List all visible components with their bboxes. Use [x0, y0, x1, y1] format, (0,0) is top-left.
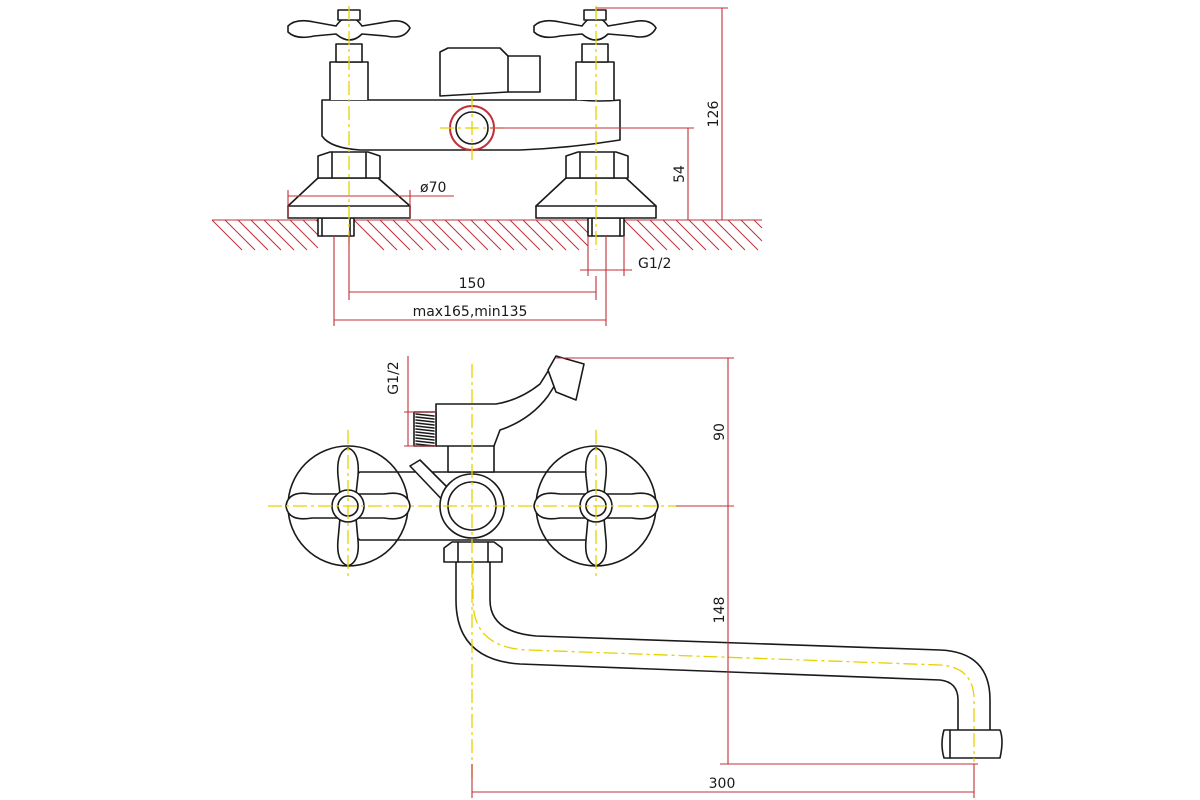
hatch-line: [470, 219, 502, 251]
thread-tick: [415, 428, 435, 432]
hatch-line: [701, 219, 733, 251]
hatch-line: [211, 219, 243, 251]
hatch-line: [418, 219, 450, 251]
hatch-line: [636, 219, 668, 251]
hatch-line: [548, 219, 580, 251]
right-flange: [535, 151, 657, 219]
front-dimensions: [404, 356, 978, 798]
hatch-line: [302, 219, 319, 236]
dim-spout-drop: 148: [712, 597, 728, 624]
hatch-line: [727, 219, 759, 251]
hatch-line: [649, 219, 681, 251]
dim-spacing-range: max165,min135: [413, 304, 528, 320]
dim-thread-top: G1/2: [638, 256, 671, 272]
thread-tick: [415, 416, 435, 420]
spout: [455, 561, 1003, 759]
hatch-line: [714, 219, 746, 251]
outlet-nut: [443, 541, 503, 563]
hatch-line: [392, 219, 424, 251]
top-view: 126 54 ø70 G1/2 150 max165,min135: [211, 6, 763, 326]
hatch-line: [263, 219, 295, 251]
hatch-line: [405, 219, 437, 251]
diverter-lever: [413, 355, 585, 447]
hatch-line: [224, 219, 256, 251]
front-view: G1/2 90 148 300: [268, 355, 1003, 798]
thread-tick: [415, 413, 435, 417]
thread-tick: [415, 440, 435, 444]
hatch-line: [740, 219, 763, 242]
thread-tick: [415, 422, 435, 426]
mixer-body: [321, 47, 621, 151]
hatch-line: [379, 219, 411, 251]
thread-tick: [415, 431, 435, 435]
thread-tick: [415, 437, 435, 441]
hatch-line: [457, 219, 489, 251]
dim-flange-diameter: ø70: [420, 180, 446, 196]
hatch-line: [353, 219, 385, 251]
hatch-line: [444, 219, 476, 251]
hatch-line: [431, 219, 463, 251]
hatch-line: [675, 219, 707, 251]
hatch-line: [276, 219, 308, 251]
dim-spacing: 150: [459, 276, 486, 292]
right-valve: [533, 9, 657, 100]
hatch-line: [483, 219, 515, 251]
dim-height-axis: 54: [672, 165, 688, 183]
dim-thread-front: G1/2: [386, 361, 402, 394]
top-dimensions: [287, 7, 730, 326]
dim-height-total: 126: [706, 101, 722, 128]
thread-tick: [415, 419, 435, 423]
hatch-line: [662, 219, 694, 251]
hatch-line: [522, 219, 554, 251]
hatch-line: [623, 219, 655, 251]
dim-spout-length: 300: [709, 776, 736, 792]
hatch-line: [535, 219, 567, 251]
thread-tick: [415, 434, 435, 438]
hatch-line: [753, 219, 763, 229]
dim-lever-height: 90: [712, 423, 728, 441]
hatch-line: [561, 219, 589, 247]
hatch-line: [237, 219, 269, 251]
hatch-line: [289, 219, 319, 249]
hatch-line: [366, 219, 398, 251]
hatch-line: [688, 219, 720, 251]
hatch-line: [496, 219, 528, 251]
right-pipe-stub: [587, 217, 625, 237]
front-center-lines: [268, 364, 975, 780]
thread-tick: [415, 425, 435, 429]
wall-hatch: [211, 219, 763, 251]
hatch-line: [574, 219, 589, 234]
hatch-line: [509, 219, 541, 251]
hatch-line: [250, 219, 282, 251]
